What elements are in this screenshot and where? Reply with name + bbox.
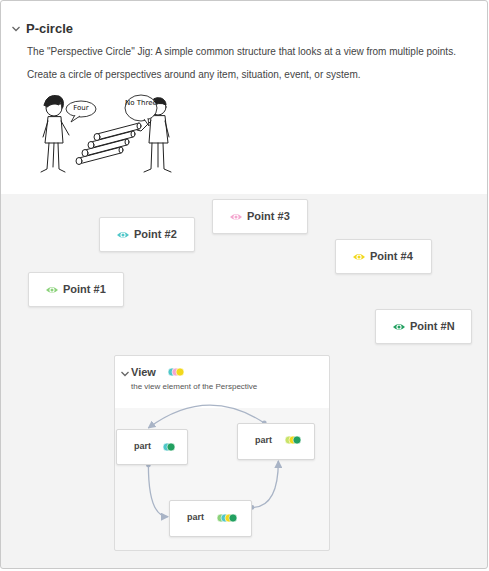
node-label: Point #1 [63, 283, 106, 295]
color-dots [216, 513, 242, 523]
eye-icon [229, 212, 243, 222]
collapse-chevron [120, 370, 130, 378]
color-dots [284, 435, 306, 445]
node-label: part [255, 435, 272, 445]
point-box: Point #4 [335, 239, 432, 274]
speech-bubble: Four [65, 100, 97, 118]
node-label: View [131, 366, 156, 378]
eye-icon [392, 322, 406, 332]
part-box: part [237, 423, 315, 460]
collapse-chevron [11, 25, 21, 33]
part-box: part [169, 500, 252, 537]
view-container: View the view element of the Perspective p… [114, 355, 330, 551]
connector-dot [262, 421, 267, 426]
speech-bubble [124, 94, 158, 122]
node-description: Create a circle of perspectives around a… [27, 69, 361, 80]
node-label: Point #3 [247, 210, 290, 222]
connector-dot [250, 505, 255, 510]
color-dots [167, 367, 189, 377]
cycle-arrow [252, 461, 278, 507]
point-box: Point #1 [28, 272, 124, 307]
color-dots [162, 442, 180, 452]
eye-icon [45, 285, 59, 295]
node-label: Point #4 [370, 250, 413, 262]
node-description: The "Perspective Circle" Jig: A simple c… [27, 46, 456, 57]
point-box: Point #2 [99, 217, 195, 252]
node-label: Point #2 [134, 228, 177, 240]
node-label: P-circle [26, 21, 73, 36]
node-label: No Three [124, 99, 158, 107]
node-label: part [134, 441, 151, 451]
point-box: Point #3 [212, 199, 308, 234]
cycle-arrow [148, 405, 264, 428]
node-description: the view element of the Perspective [131, 382, 257, 391]
speech-bubble: No Three [124, 94, 158, 122]
connector-dot [146, 463, 151, 468]
point-box: Point #N [375, 309, 472, 344]
node-label: Four [65, 104, 97, 112]
illustration [1, 1, 489, 194]
part-box: part [116, 429, 188, 465]
eye-icon [116, 230, 130, 240]
node-label: Point #N [410, 320, 455, 332]
cycle-arrow [148, 465, 168, 517]
node-label: part [187, 512, 204, 522]
eye-icon [352, 252, 366, 262]
